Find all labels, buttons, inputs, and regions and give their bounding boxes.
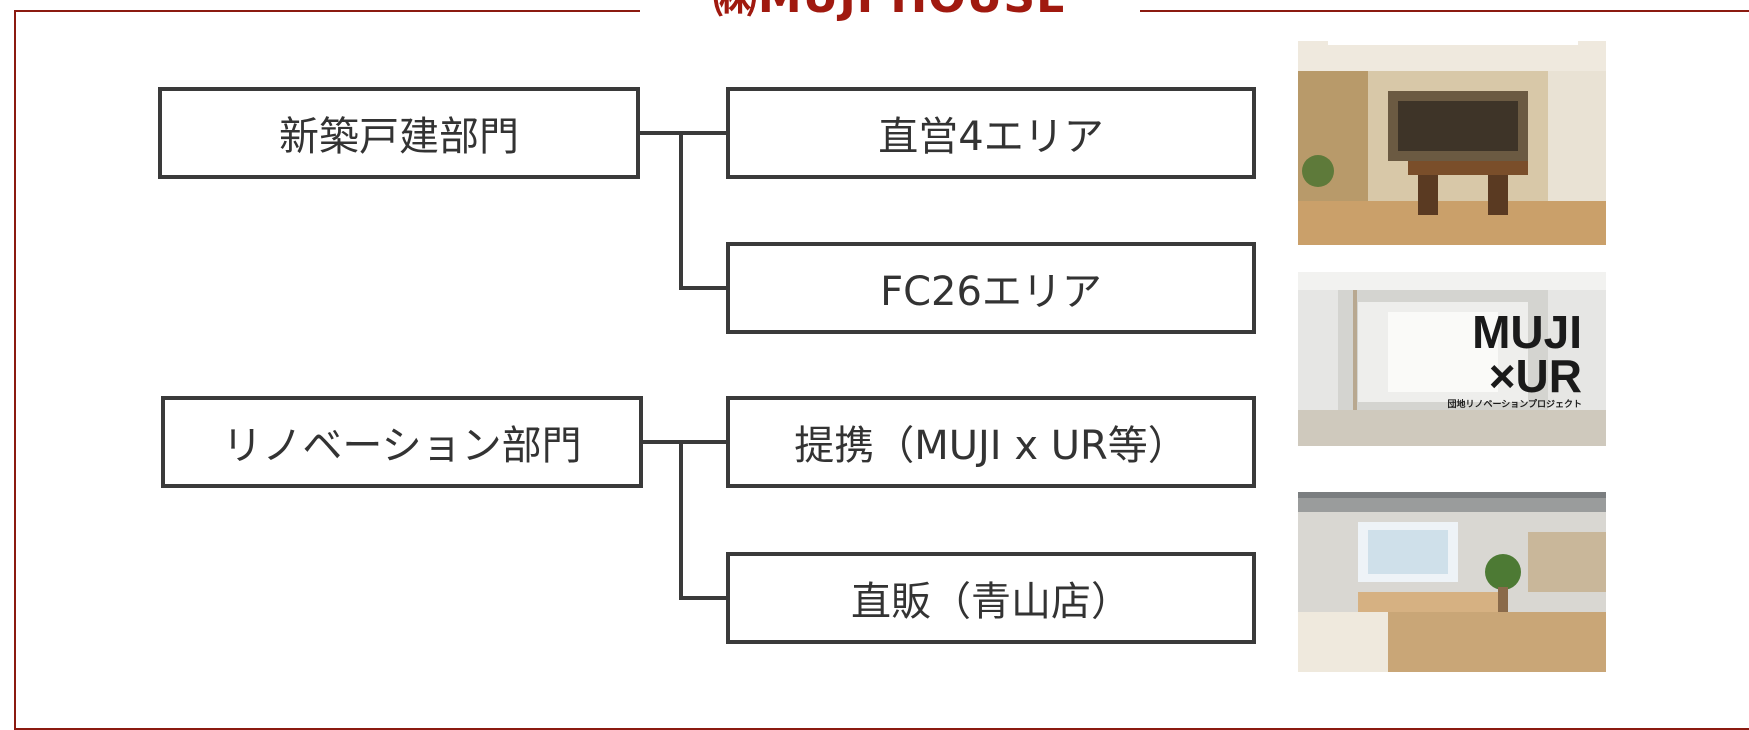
muji-ur-photo: MUJI ×UR 団地リノベーションプロジェクト [1298, 272, 1606, 446]
connector-line [679, 596, 726, 600]
company-title: ㈱MUJI HOUSE [640, 0, 1140, 20]
connector-line [679, 286, 726, 290]
interior-photo-top [1298, 41, 1606, 245]
division-label: リノベーション部門 [222, 423, 582, 469]
interior-photo-bottom [1298, 492, 1606, 672]
connector-line [679, 440, 683, 600]
sub-label: FC26エリア [880, 269, 1102, 315]
connector-line [679, 131, 683, 290]
logo-caption: 団地リノベーションプロジェクト [1447, 399, 1582, 409]
sub-label: 提携（MUJI x UR等） [794, 423, 1188, 469]
division-renovation: リノベーション部門 [161, 396, 643, 488]
division-new-build: 新築戸建部門 [158, 87, 640, 179]
sub-label: 直営4エリア [878, 114, 1104, 160]
logo-text: MUJI [1472, 306, 1582, 358]
logo-text: ×UR [1488, 350, 1582, 402]
sub-direct-areas: 直営4エリア [726, 87, 1256, 179]
division-label: 新築戸建部門 [279, 114, 519, 160]
sub-direct-sales: 直販（青山店） [726, 552, 1256, 644]
sub-label: 直販（青山店） [851, 579, 1131, 625]
sub-fc-areas: FC26エリア [726, 242, 1256, 334]
connector-line [640, 131, 726, 135]
connector-line [643, 440, 726, 444]
muji-ur-logo: MUJI ×UR 団地リノベーションプロジェクト [1447, 306, 1582, 410]
sub-partnership: 提携（MUJI x UR等） [726, 396, 1256, 488]
